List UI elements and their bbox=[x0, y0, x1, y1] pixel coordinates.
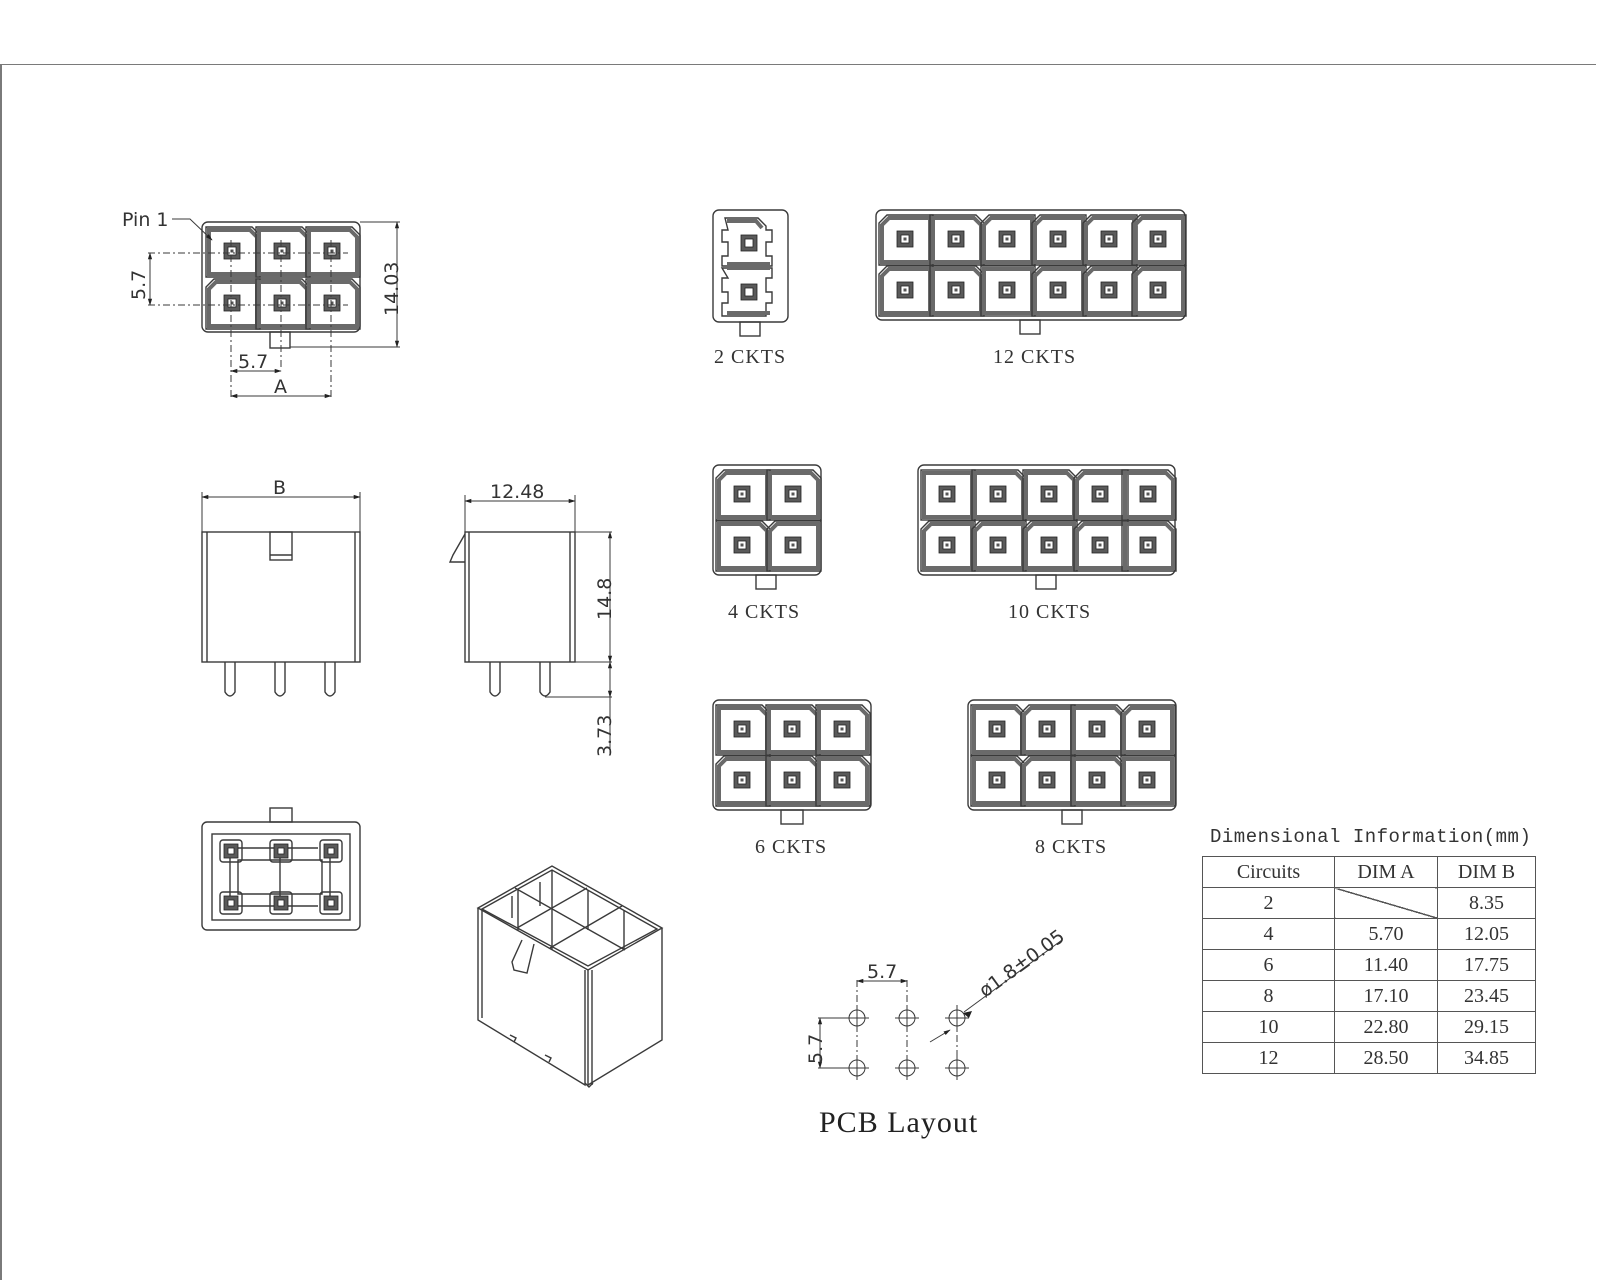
cell-dim-a: 28.50 bbox=[1334, 1042, 1438, 1074]
cell-circuits: 8 bbox=[1202, 980, 1335, 1012]
pcb-row-pitch-dim: 5.7 bbox=[805, 1034, 827, 1064]
front-view: B bbox=[201, 477, 361, 697]
dimension-table-header: Circuits DIM A DIM B bbox=[1202, 856, 1536, 888]
table-row: 8 17.10 23.45 bbox=[1202, 980, 1536, 1012]
pin1-label: Pin 1 bbox=[122, 209, 169, 231]
cell-dim-a: 22.80 bbox=[1334, 1011, 1438, 1043]
dimension-table: Circuits DIM A DIM B 2 8.35 4 5.70 12.05… bbox=[1202, 856, 1536, 1074]
variant-2-label: 2 CKTS bbox=[714, 346, 786, 368]
cell-dim-a: 5.70 bbox=[1334, 918, 1438, 950]
bottom-pin-pads bbox=[219, 839, 343, 915]
cell-circuits: 10 bbox=[1202, 1011, 1335, 1043]
side-view: 12.48 14.8 3.73 bbox=[448, 481, 616, 757]
row-pitch-dim: 5.7 bbox=[128, 270, 150, 300]
cell-dim-b: 8.35 bbox=[1437, 887, 1536, 919]
cell-circuits: 4 bbox=[1202, 918, 1335, 950]
variant-8-label: 8 CKTS bbox=[1035, 836, 1107, 858]
bottom-view bbox=[201, 807, 361, 931]
variant-12-ckts bbox=[875, 209, 1188, 335]
cell-dim-b: 12.05 bbox=[1437, 918, 1536, 950]
cell-circuits: 2 bbox=[1202, 887, 1335, 919]
dim-a-label: A bbox=[274, 376, 287, 398]
variant-8-ckts bbox=[967, 699, 1177, 825]
depth-dim: 12.48 bbox=[490, 481, 544, 503]
variant-12-label: 12 CKTS bbox=[993, 346, 1076, 368]
pcb-col-pitch-dim: 5.7 bbox=[867, 961, 897, 983]
pcb-layout: 5.7 5.7 ø1.8±0.05 PCB Layout bbox=[805, 925, 1069, 1139]
table-row: 12 28.50 34.85 bbox=[1202, 1042, 1536, 1074]
isometric-view bbox=[476, 865, 664, 1088]
table-row: 4 5.70 12.05 bbox=[1202, 918, 1536, 950]
variant-4-ckts bbox=[712, 464, 823, 590]
table-row: 2 8.35 bbox=[1202, 887, 1536, 919]
cell-dim-b: 34.85 bbox=[1437, 1042, 1536, 1074]
pcb-layout-title: PCB Layout bbox=[819, 1106, 978, 1139]
variant-4-label: 4 CKTS bbox=[728, 601, 800, 623]
cell-dim-a: 11.40 bbox=[1334, 949, 1438, 981]
variant-6-ckts bbox=[712, 699, 872, 825]
dimension-table-caption: Dimensional Information(mm) bbox=[1210, 826, 1532, 848]
cell-circuits: 12 bbox=[1202, 1042, 1335, 1074]
cell-dim-b: 29.15 bbox=[1437, 1011, 1536, 1043]
drawing-frame-left-border bbox=[0, 64, 2, 1280]
variant-10-ckts bbox=[917, 464, 1178, 590]
col-pitch-dim: 5.7 bbox=[238, 351, 268, 373]
variant-6-label: 6 CKTS bbox=[755, 836, 827, 858]
variant-2-ckts bbox=[712, 209, 789, 337]
header-dim-b: DIM B bbox=[1437, 856, 1536, 888]
cell-dim-a: 17.10 bbox=[1334, 980, 1438, 1012]
header-dim-a: DIM A bbox=[1334, 856, 1438, 888]
cell-dim-b: 23.45 bbox=[1437, 980, 1536, 1012]
cell-dim-a-not-applicable bbox=[1334, 887, 1438, 919]
body-height-dim: 14.8 bbox=[594, 578, 616, 620]
pcb-hole-diameter-dim: ø1.8±0.05 bbox=[975, 925, 1069, 1002]
cell-circuits: 6 bbox=[1202, 949, 1335, 981]
cell-dim-b: 17.75 bbox=[1437, 949, 1536, 981]
table-row: 6 11.40 17.75 bbox=[1202, 949, 1536, 981]
height-dim: 14.03 bbox=[381, 262, 403, 316]
variant-10-label: 10 CKTS bbox=[1008, 601, 1091, 623]
table-row: 10 22.80 29.15 bbox=[1202, 1011, 1536, 1043]
header-circuits: Circuits bbox=[1202, 856, 1335, 888]
top-view: Pin 1 5.7 14.03 5.7 A bbox=[122, 209, 403, 400]
pin-length-dim: 3.73 bbox=[594, 715, 616, 757]
dim-b-label: B bbox=[273, 477, 286, 499]
drawing-frame-top-border bbox=[0, 64, 1596, 65]
